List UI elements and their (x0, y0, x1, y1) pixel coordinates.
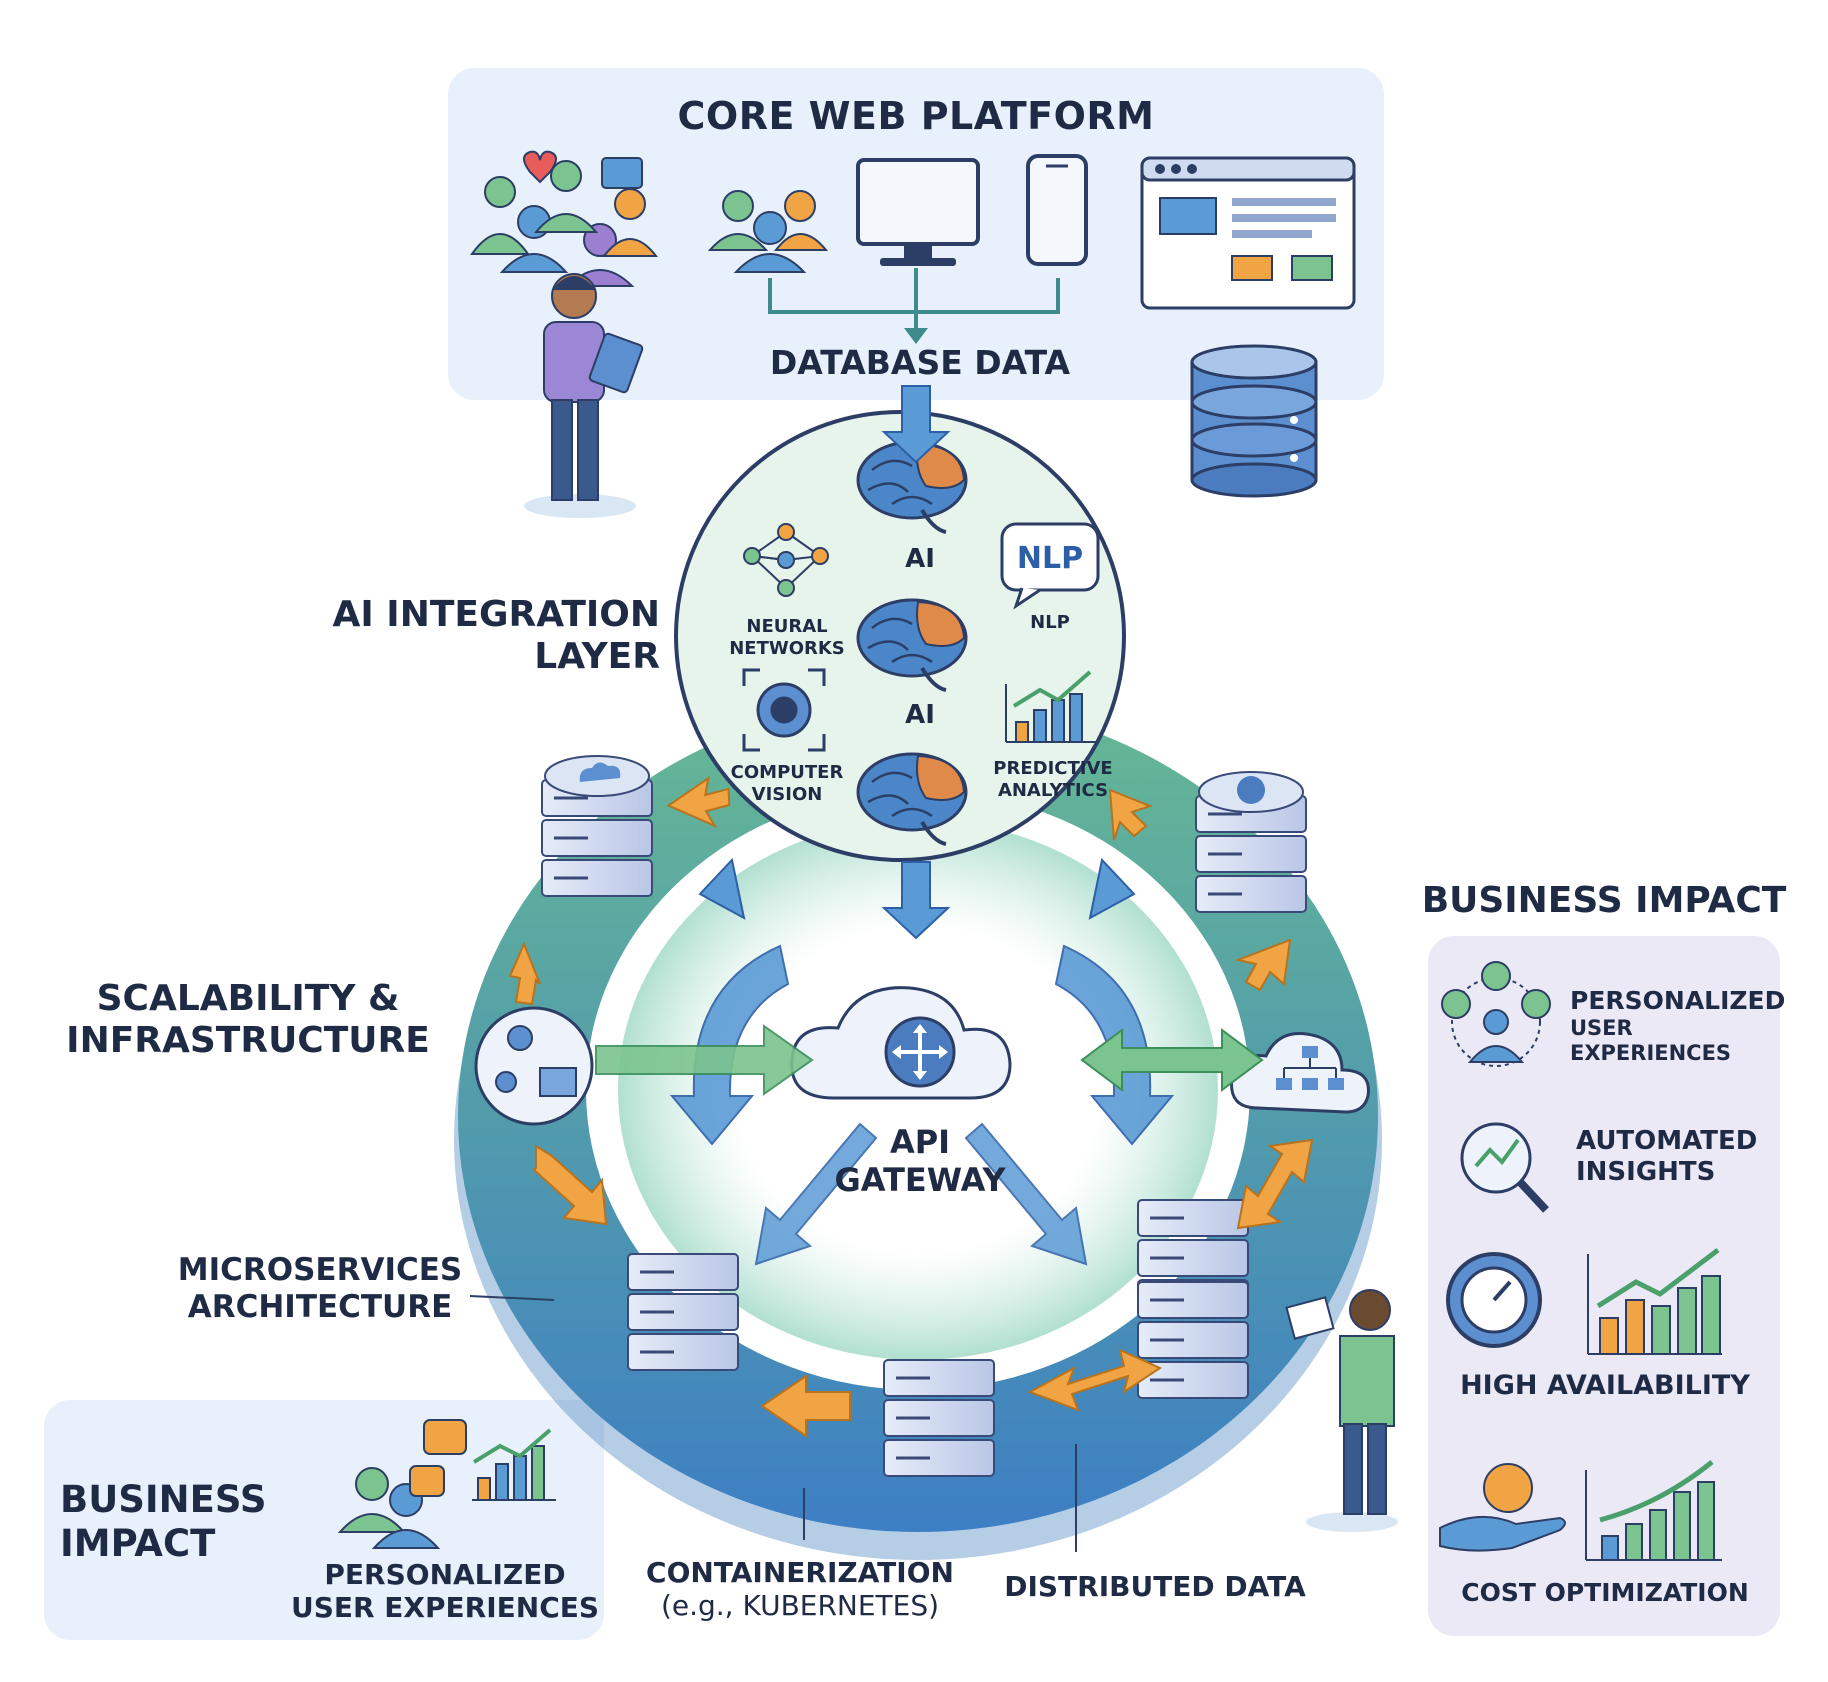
ai-label-top: AI (905, 544, 935, 574)
database-data-label: DATABASE DATA (769, 343, 1071, 382)
api-gateway-cloud-icon (790, 986, 1012, 1100)
predictive-analytics-chart-icon (1005, 670, 1096, 743)
magnifier-insights-icon (1460, 1122, 1549, 1213)
nlp-speech-bubble-icon: NLP (1000, 522, 1100, 610)
desktop-monitor-icon (856, 158, 980, 266)
containerization-label: CONTAINERIZATION (e.g., KUBERNETES) (640, 1556, 960, 1622)
person-with-chart-icon (1285, 1289, 1398, 1532)
user-group-icon (470, 150, 659, 287)
server-stack-bottom-center (882, 1358, 996, 1478)
hierarchy-cloud-icon (1230, 1032, 1370, 1114)
business-impact-right-title: BUSINESS IMPACT (1421, 880, 1787, 921)
data-flow-arrows-orange (508, 776, 1314, 1438)
containerization-title: CONTAINERIZATION (646, 1556, 954, 1589)
web-page-icon (1140, 156, 1356, 310)
stopwatch-gear-icon (1446, 1252, 1542, 1348)
personalized-experiences-right-label: PERSONALIZED USER EXPERIENCES (1570, 986, 1786, 1066)
high-availability-label: HIGH AVAILABILITY (1460, 1370, 1750, 1401)
callout-leader-lines (469, 1295, 1077, 1552)
smartphone-icon (1026, 154, 1088, 266)
microservices-architecture-label: MICROSERVICES ARCHITECTURE (177, 1252, 463, 1325)
nlp-label: NLP (1030, 612, 1070, 633)
cost-optimization-label: COST OPTIMIZATION (1461, 1578, 1749, 1607)
predictive-analytics-label: PREDICTIVE ANALYTICS (993, 758, 1113, 801)
personalized-experiences-bottom-left-label: PERSONALIZED USER EXPERIENCES (290, 1558, 600, 1625)
bottom-left-personalization-icon (337, 1419, 467, 1549)
person-with-tablet-icon (524, 273, 644, 518)
microservices-gear-node-icon (474, 1006, 594, 1126)
bottom-left-chart-icon (472, 1428, 556, 1501)
business-impact-bottom-left-title: BUSINESS IMPACT (60, 1478, 267, 1565)
scalability-infrastructure-title: SCALABILITY & INFRASTRUCTURE (66, 978, 430, 1062)
database-cylinder-icon (1190, 344, 1318, 498)
core-web-platform-title: CORE WEB PLATFORM (677, 94, 1155, 138)
personalized-line-1: PERSONALIZED (1570, 986, 1786, 1015)
device-connector-lines (768, 268, 1060, 344)
server-stack-bottom-left (626, 1252, 740, 1372)
personalization-network-icon (1441, 961, 1551, 1067)
automated-insights-label: AUTOMATED INSIGHTS (1576, 1126, 1758, 1188)
business-impact-panel-bottom-left (44, 1400, 604, 1640)
ai-integration-layer-title: AI INTEGRATION LAYER (332, 594, 660, 678)
neural-networks-label: NEURAL NETWORKS (729, 616, 845, 659)
api-gateway-label: API GATEWAY (834, 1123, 1006, 1199)
computer-vision-label: COMPUTER VISION (730, 762, 844, 805)
ai-label-middle: AI (905, 700, 935, 730)
server-stack-cloud (540, 755, 654, 898)
coin-hand-icon (1439, 1463, 1566, 1552)
availability-bar-chart-icon (1587, 1248, 1722, 1355)
neural-network-icon (743, 523, 829, 597)
users-small-icon (707, 190, 829, 273)
personalized-line-2: USER EXPERIENCES (1570, 1016, 1732, 1066)
nlp-badge-text: NLP (1017, 541, 1083, 576)
server-stack-kubernetes (1194, 771, 1308, 914)
containerization-example: (e.g., KUBERNETES) (660, 1589, 940, 1623)
distributed-data-label: DISTRIBUTED DATA (1004, 1570, 1306, 1603)
cost-growth-chart-icon (1585, 1460, 1722, 1561)
computer-vision-icon (742, 668, 826, 752)
data-flow-arrows-green (595, 1024, 1264, 1096)
